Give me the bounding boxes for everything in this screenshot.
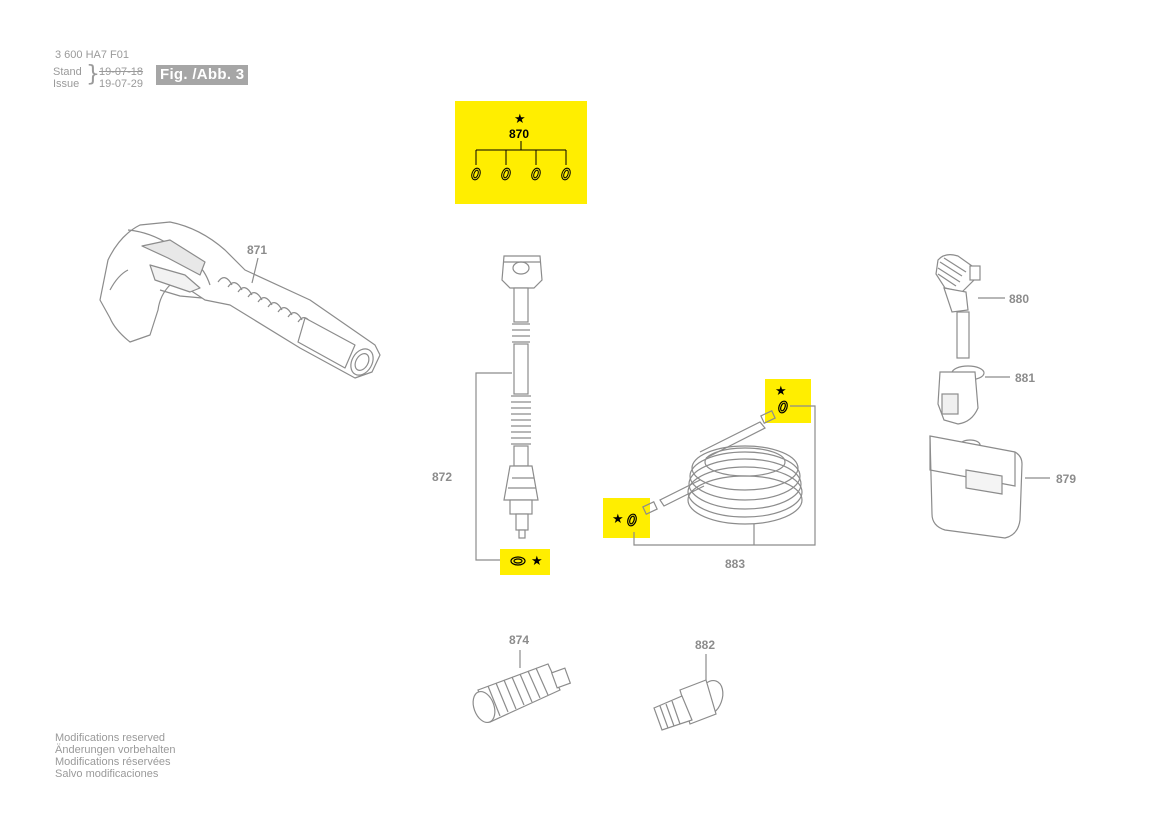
stand-label: Stand <box>53 66 82 78</box>
footer-line-1: Modifications reserved <box>55 732 166 744</box>
rotary-nozzle-part <box>472 650 572 724</box>
brace-icon: } <box>86 62 100 87</box>
seal-883-bottom-highlight <box>603 498 650 538</box>
part-872-label: 872 <box>432 470 453 484</box>
detergent-tank-part <box>929 435 1050 539</box>
kit-870-o-rings <box>471 141 571 181</box>
seal-872-star-icon: ★ <box>531 554 543 569</box>
new-date: 19-07-29 <box>99 78 144 90</box>
part-879-label: 879 <box>1056 472 1077 486</box>
old-date: 19-07-18 <box>99 66 144 78</box>
part-871-label: 871 <box>247 243 268 257</box>
part-number: 3 600 HA7 F01 <box>55 49 129 61</box>
detergent-nozzle-part <box>935 254 1005 359</box>
figure-badge: Fig. /Abb. 3 <box>156 65 249 85</box>
kit-870-highlight <box>455 101 587 204</box>
kit-star-icon: ★ <box>514 112 526 127</box>
seal-883-top-star-icon: ★ <box>775 384 787 399</box>
seal-883-bottom-star-icon: ★ <box>612 512 624 527</box>
hose-part <box>627 400 816 546</box>
part-874-label: 874 <box>509 633 530 647</box>
kit-870-label: 870 <box>509 127 530 141</box>
part-881-label: 881 <box>1015 371 1036 385</box>
cap-part <box>937 365 1010 425</box>
footer-line-4: Salvo modificaciones <box>55 768 159 780</box>
part-880-label: 880 <box>1009 292 1030 306</box>
footer-line-3: Modifications réservées <box>55 756 171 768</box>
footer-line-2: Änderungen vorbehalten <box>55 744 176 756</box>
trigger-gun-part <box>99 221 381 379</box>
part-883-label: 883 <box>725 557 746 571</box>
lance-part <box>475 255 543 566</box>
adapter-part <box>653 654 724 731</box>
seal-883-top-highlight <box>765 379 811 423</box>
part-882-label: 882 <box>695 638 716 652</box>
issue-label: Issue <box>53 78 80 90</box>
